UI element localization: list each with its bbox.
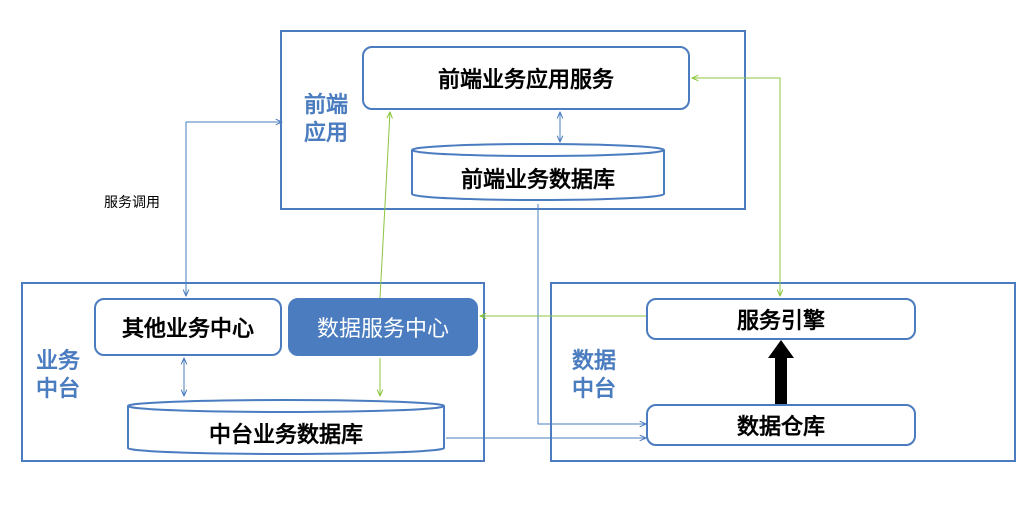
data-midplatform-label-line2: 中台 [571, 377, 616, 402]
service-call-connector [186, 122, 282, 296]
frontend-db-warehouse-connector [537, 204, 646, 424]
engine-frontend-connector [692, 78, 780, 296]
frontend-db-label: 前端业务数据库 [460, 168, 615, 193]
midplatform-db-label: 中台业务数据库 [208, 423, 363, 448]
business-midplatform-label-line1: 业务 [35, 349, 80, 374]
warehouse-engine-arrow-head [768, 340, 794, 358]
data-warehouse-node: 数据仓库 [646, 404, 916, 446]
frontend-db-node: 前端业务数据库 [410, 142, 666, 202]
data-service-frontend-connector [379, 112, 390, 299]
midplatform-db-cylinder [127, 399, 445, 455]
frontend-service-node: 前端业务应用服务 [362, 46, 690, 110]
data-midplatform-label-line1: 数据 [571, 349, 616, 374]
data-midplatform-label: 数据 中台 [564, 348, 624, 404]
frontend-app-label: 前端 应用 [296, 92, 356, 148]
midplatform-db-node: 中台业务数据库 [126, 398, 446, 456]
business-midplatform-label-line2: 中台 [35, 377, 80, 402]
business-midplatform-label: 业务 中台 [28, 348, 88, 404]
other-business-center-node: 其他业务中心 [94, 298, 282, 356]
data-service-center-node: 数据服务中心 [288, 298, 478, 356]
warehouse-engine-arrow-shaft [775, 356, 787, 404]
service-engine-node: 服务引擎 [646, 298, 916, 340]
frontend-app-label-line1: 前端 [303, 93, 348, 118]
frontend-db-cylinder [411, 143, 665, 201]
frontend-app-label-line2: 应用 [303, 121, 348, 146]
service-call-label: 服务调用 [104, 195, 160, 211]
